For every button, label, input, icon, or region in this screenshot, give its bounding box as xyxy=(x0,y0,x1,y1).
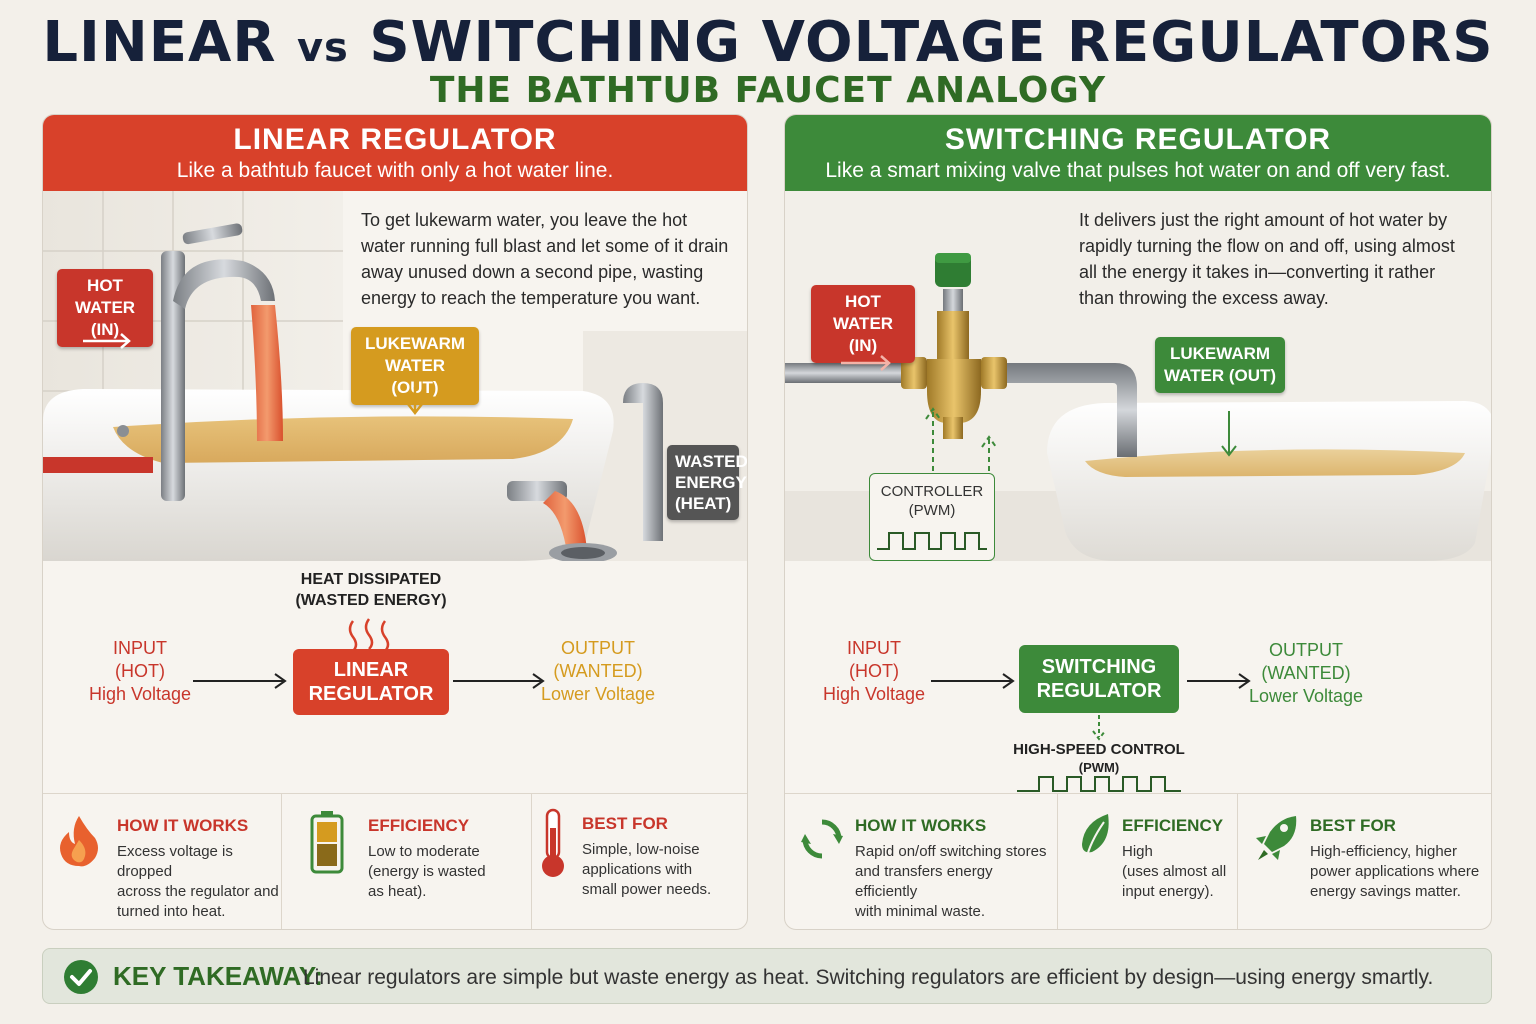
switching-panel-header: SWITCHING REGULATOR Like a smart mixing … xyxy=(785,115,1491,191)
switching-eff-body: High (uses almost all input energy). xyxy=(1122,843,1227,900)
linear-panel-header: LINEAR REGULATOR Like a bathtub faucet w… xyxy=(43,115,747,191)
linear-input-arrow xyxy=(193,673,287,689)
controller-label: CONTROLLER (PWM) xyxy=(880,483,984,519)
switching-title: SWITCHING REGULATOR xyxy=(944,123,1332,156)
heat-dissipated-label: HEAT DISSIPATED (WASTED ENERGY) xyxy=(295,571,447,609)
switching-info-row: HOW IT WORKS Rapid on/off switching stor… xyxy=(785,793,1491,929)
linear-flow-lines xyxy=(193,618,545,689)
linear-regulator-box: LINEAR REGULATOR xyxy=(293,649,449,715)
switching-info-how: HOW IT WORKS Rapid on/off switching stor… xyxy=(785,794,1057,929)
linear-panel: LINEAR REGULATOR Like a bathtub faucet w… xyxy=(42,114,748,930)
linear-flow-diagram: HEAT DISSIPATED (WASTED ENERGY) INPUT (H… xyxy=(43,561,747,793)
switching-regulator-box: SWITCHING REGULATOR xyxy=(1019,645,1179,713)
switching-output-title: OUTPUT (WANTED) xyxy=(1261,640,1351,683)
linear-info-efficiency: EFFICIENCY Low to moderate (energy is wa… xyxy=(281,794,531,929)
flame-icon xyxy=(60,816,98,867)
switching-output-label: OUTPUT (WANTED) Lower Voltage xyxy=(1247,639,1365,708)
page-title: LINEAR vs SWITCHING VOLTAGE REGULATORS xyxy=(0,10,1536,75)
switching-panel: SWITCHING REGULATOR Like a smart mixing … xyxy=(784,114,1492,930)
linear-best-body: Simple, low-noise applications with smal… xyxy=(582,841,712,898)
switching-info-best: BEST FOR High-efficiency, higher power a… xyxy=(1237,794,1491,929)
linear-best-head: BEST FOR xyxy=(582,814,668,833)
linear-output-arrow xyxy=(453,673,545,689)
linear-hot-water-in-tag: HOT WATER (IN) xyxy=(57,269,153,347)
key-takeaway-bar: KEY TAKEAWAY: Linear regulators are simp… xyxy=(42,948,1492,1004)
switching-valve-scene: It delivers just the right amount of hot… xyxy=(785,191,1491,561)
switching-info-efficiency: EFFICIENCY High (uses almost all input e… xyxy=(1057,794,1237,929)
linear-how-head: HOW IT WORKS xyxy=(117,816,249,835)
linear-output-label: OUTPUT (WANTED) Lower Voltage xyxy=(537,637,659,706)
linear-output-title: OUTPUT (WANTED) xyxy=(553,638,643,681)
pwm-waveform-large xyxy=(1017,776,1181,792)
switching-eff-head: EFFICIENCY xyxy=(1122,816,1224,835)
page-subtitle: THE BATHTUB FAUCET ANALOGY xyxy=(429,70,1107,111)
switching-best-head: BEST FOR xyxy=(1310,816,1396,835)
switching-how-head: HOW IT WORKS xyxy=(855,816,987,835)
linear-info-how: HOW IT WORKS Excess voltage is dropped a… xyxy=(43,794,281,929)
switching-how-body: Rapid on/off switching stores and transf… xyxy=(855,843,1047,920)
linear-bathtub-scene: To get lukewarm water, you leave the hot… xyxy=(43,191,747,561)
linear-lukewarm-out-tag: LUKEWARM WATER (OUT) xyxy=(351,327,479,405)
switching-best-body: High-efficiency, higher power applicatio… xyxy=(1310,843,1480,900)
linear-wasted-energy-tag: WASTED ENERGY (HEAT) xyxy=(667,445,747,520)
linear-output-sub: Lower Voltage xyxy=(540,684,656,704)
bathtub-illustration xyxy=(43,191,747,561)
rocket-icon xyxy=(1256,816,1297,860)
switching-input-arrow xyxy=(931,673,1015,689)
linear-eff-head: EFFICIENCY xyxy=(368,816,470,835)
linear-input-title: INPUT (HOT) xyxy=(113,638,167,681)
controller-pwm-box: CONTROLLER (PWM) xyxy=(869,473,995,561)
switching-flow-diagram: INPUT (HOT) High Voltage SWITCHING REGUL… xyxy=(785,561,1491,793)
linear-tagline: Like a bathtub faucet with only a hot wa… xyxy=(176,159,614,182)
heat-waves-icon xyxy=(348,618,390,652)
switching-output-arrow xyxy=(1187,673,1251,689)
thermometer-icon xyxy=(542,808,564,877)
key-takeaway-label: KEY TAKEAWAY: xyxy=(113,961,323,991)
switching-input-title: INPUT (HOT) xyxy=(847,638,901,681)
switching-input-label: INPUT (HOT) High Voltage xyxy=(817,637,931,706)
linear-eff-body: Low to moderate (energy is wasted as hea… xyxy=(368,843,486,900)
switching-lukewarm-out-tag: LUKEWARM WATER (OUT) xyxy=(1155,337,1285,393)
key-takeaway-text: Linear regulators are simple but waste e… xyxy=(303,966,1434,989)
switching-hot-water-in-tag: HOT WATER (IN) xyxy=(811,285,915,363)
linear-info-best: BEST FOR Simple, low-noise applications … xyxy=(531,794,747,929)
linear-description: To get lukewarm water, you leave the hot… xyxy=(361,210,729,308)
title-linear: LINEAR xyxy=(42,10,277,75)
control-label-sub: (PWM) xyxy=(1078,760,1120,775)
linear-title: LINEAR REGULATOR xyxy=(233,123,557,156)
linear-how-body: Excess voltage is dropped across the reg… xyxy=(117,843,279,920)
high-speed-control-label: HIGH-SPEED CONTROL (PWM) xyxy=(999,741,1199,777)
switching-flow-lines xyxy=(931,673,1251,792)
switching-output-sub: Lower Voltage xyxy=(1248,686,1364,706)
title-switching: SWITCHING VOLTAGE REGULATORS xyxy=(369,10,1494,75)
switching-tagline: Like a smart mixing valve that pulses ho… xyxy=(825,159,1451,182)
switching-description: It delivers just the right amount of hot… xyxy=(1079,210,1455,308)
checkmark-icon xyxy=(64,960,98,994)
linear-input-label: INPUT (HOT) High Voltage xyxy=(85,637,195,706)
title-vs: vs xyxy=(296,25,349,71)
control-label-title: HIGH-SPEED CONTROL xyxy=(1013,741,1185,758)
cycle-arrows-icon xyxy=(801,819,843,859)
switching-input-sub: High Voltage xyxy=(822,684,926,704)
linear-info-row: HOW IT WORKS Excess voltage is dropped a… xyxy=(43,793,747,929)
leaf-icon xyxy=(1082,814,1109,861)
linear-input-sub: High Voltage xyxy=(88,684,192,704)
battery-icon xyxy=(310,811,344,874)
